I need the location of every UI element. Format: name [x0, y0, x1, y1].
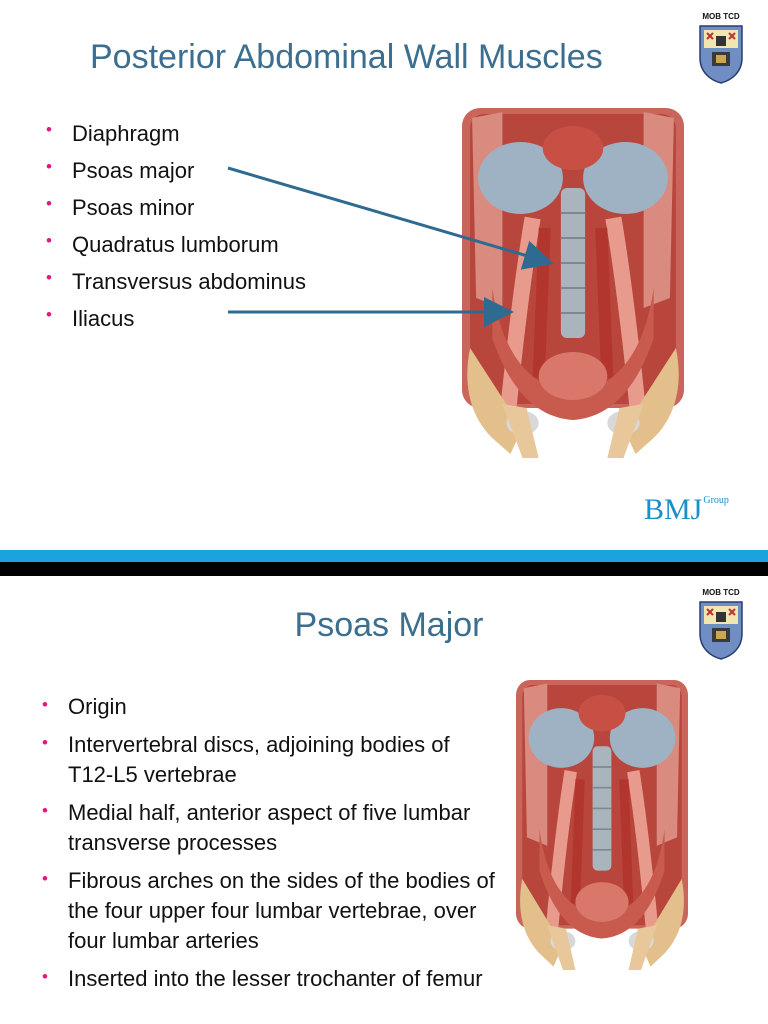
list-item: Iliacus — [42, 300, 306, 337]
brand-main: BMJ — [644, 493, 703, 526]
list-item: Quadratus lumborum — [42, 226, 306, 263]
slide-divider-black — [0, 562, 768, 576]
slide-posterior-abdominal-wall: Posterior Abdominal Wall Muscles MOB TCD… — [0, 0, 768, 550]
list-item: Fibrous arches on the sides of the bodie… — [38, 866, 498, 956]
list-item: Diaphragm — [42, 115, 306, 152]
bmj-group-logo: BMJGroup — [644, 493, 729, 527]
tcd-logo: MOB TCD — [698, 588, 744, 665]
list-item: Psoas minor — [42, 189, 306, 226]
list-item: Transversus abdominus — [42, 263, 306, 300]
anatomy-illustration — [462, 108, 684, 458]
list-item: Intervertebral discs, adjoining bodies o… — [38, 730, 498, 790]
logo-text: MOB TCD — [702, 588, 740, 597]
slide-divider-blue — [0, 550, 768, 562]
logo-text: MOB TCD — [702, 12, 740, 21]
list-item: Medial half, anterior aspect of five lum… — [38, 798, 498, 858]
slide-title: Psoas Major — [294, 606, 484, 644]
muscle-list: Diaphragm Psoas major Psoas minor Quadra… — [42, 115, 306, 337]
crest-icon — [698, 600, 744, 660]
brand-sub: Group — [703, 495, 729, 506]
tcd-logo: MOB TCD — [698, 12, 744, 89]
list-item: Inserted into the lesser trochanter of f… — [38, 964, 498, 994]
psoas-facts-list: Origin Intervertebral discs, adjoining b… — [38, 692, 498, 1002]
anatomy-illustration — [516, 680, 688, 970]
list-item: Psoas major — [42, 152, 306, 189]
slide-psoas-major: Psoas Major MOB TCD Origin Intervertebra… — [0, 576, 768, 1024]
slide-title: Posterior Abdominal Wall Muscles — [90, 38, 603, 76]
list-item: Origin — [38, 692, 498, 722]
crest-icon — [698, 24, 744, 84]
